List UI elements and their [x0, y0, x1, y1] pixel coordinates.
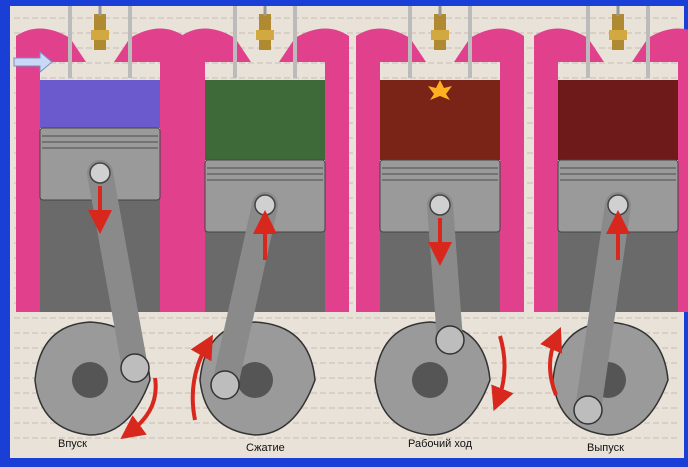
crank-pin: [121, 354, 149, 382]
crank-pin: [436, 326, 464, 354]
cylinder-wall-left: [16, 62, 40, 312]
cylinder-wall-left: [356, 62, 380, 312]
cylinder-wall-left: [181, 62, 205, 312]
cylinder-wall-right: [325, 62, 349, 312]
spark-plug-nut: [431, 30, 449, 40]
piston-pin-cap: [608, 195, 628, 215]
combustion-chamber: [205, 80, 325, 160]
crank-pin: [211, 371, 239, 399]
piston-pin-cap: [255, 195, 275, 215]
crankshaft-main-journal: [237, 362, 273, 398]
stroke-label-power: Рабочий ход: [408, 438, 472, 450]
cylinder-wall-left: [534, 62, 558, 312]
piston-pin-cap: [90, 163, 110, 183]
crankshaft-main-journal: [72, 362, 108, 398]
spark-plug-nut: [91, 30, 109, 40]
piston-pin-cap: [430, 195, 450, 215]
stroke-label-compression: Сжатие: [246, 442, 285, 454]
cylinder-wall-right: [160, 62, 184, 312]
spark-plug-nut: [256, 30, 274, 40]
cylinder-wall-right: [678, 62, 688, 312]
spark-plug-nut: [609, 30, 627, 40]
stroke-label-intake: Впуск: [58, 438, 87, 450]
combustion-chamber: [40, 80, 160, 128]
crankshaft-main-journal: [412, 362, 448, 398]
cylinder-wall-right: [500, 62, 524, 312]
crank-pin: [574, 396, 602, 424]
combustion-chamber: [558, 80, 678, 160]
stroke-label-exhaust: Выпуск: [587, 442, 624, 454]
